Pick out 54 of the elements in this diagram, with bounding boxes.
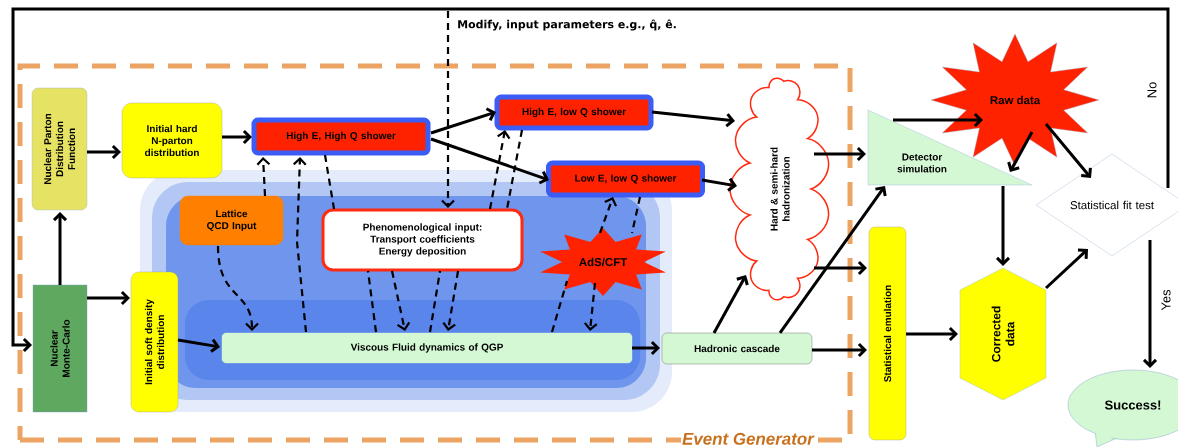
arrow	[814, 260, 867, 276]
arrow	[222, 129, 252, 145]
connector	[428, 270, 442, 333]
connector	[550, 280, 569, 333]
arrow	[442, 270, 460, 331]
arrow	[583, 282, 598, 331]
connector	[505, 129, 524, 210]
process-box: Nuclear Monte-Carlo	[32, 284, 88, 413]
arrow	[1142, 240, 1158, 368]
arrow	[177, 338, 220, 353]
arrow	[1007, 131, 1034, 172]
connector	[366, 270, 378, 333]
arrow	[632, 340, 660, 356]
connector	[630, 196, 642, 234]
arrow	[441, 11, 455, 208]
process-box: Initial hard N-parton distribution	[121, 102, 223, 179]
arrow	[995, 186, 1011, 266]
process-box: Lattice QCD Input	[179, 195, 284, 246]
process-box: Low E, low Q shower	[546, 160, 705, 198]
arrow	[488, 130, 511, 210]
arrow	[52, 212, 68, 285]
process-box: High E, High Q shower	[251, 117, 431, 156]
arrow	[598, 197, 618, 234]
arrow	[906, 326, 958, 342]
speech-bubble: Success!	[1067, 369, 1178, 447]
arrow	[712, 275, 749, 334]
input-box: Phenomenological input: Transport coefficients Energy deposition	[321, 208, 524, 272]
process-box: Hadronic cascade	[661, 332, 813, 365]
arrow	[812, 342, 867, 358]
process-box: High E, low Q shower	[494, 94, 654, 131]
process-box: Statistical emulation	[868, 226, 907, 441]
edge-label: Yes	[1160, 288, 1172, 312]
edge-label: No	[1146, 80, 1158, 100]
arrow	[701, 177, 737, 192]
arrow	[390, 270, 411, 331]
arrow	[430, 137, 549, 185]
arrow	[293, 157, 308, 333]
arrow	[1045, 248, 1088, 290]
arrow	[1044, 123, 1092, 178]
arrow	[430, 107, 496, 135]
process-box: Nuclear Parton Distribution Function	[31, 87, 88, 211]
arrow	[893, 112, 983, 128]
arrow	[651, 110, 735, 128]
arrow	[87, 290, 130, 306]
arrow	[11, 7, 1170, 353]
connector	[323, 154, 336, 210]
arrow	[87, 144, 121, 160]
edge-label: Modify, input parameters e.g., q̂, ê.	[456, 18, 678, 32]
arrow	[814, 146, 866, 162]
process-box: Viscous Fluid dynamics of QGP	[221, 332, 633, 364]
process-box: Initial soft density distribution	[130, 271, 179, 413]
arrow	[778, 186, 887, 334]
arrow	[256, 157, 271, 197]
arrow	[216, 245, 259, 331]
